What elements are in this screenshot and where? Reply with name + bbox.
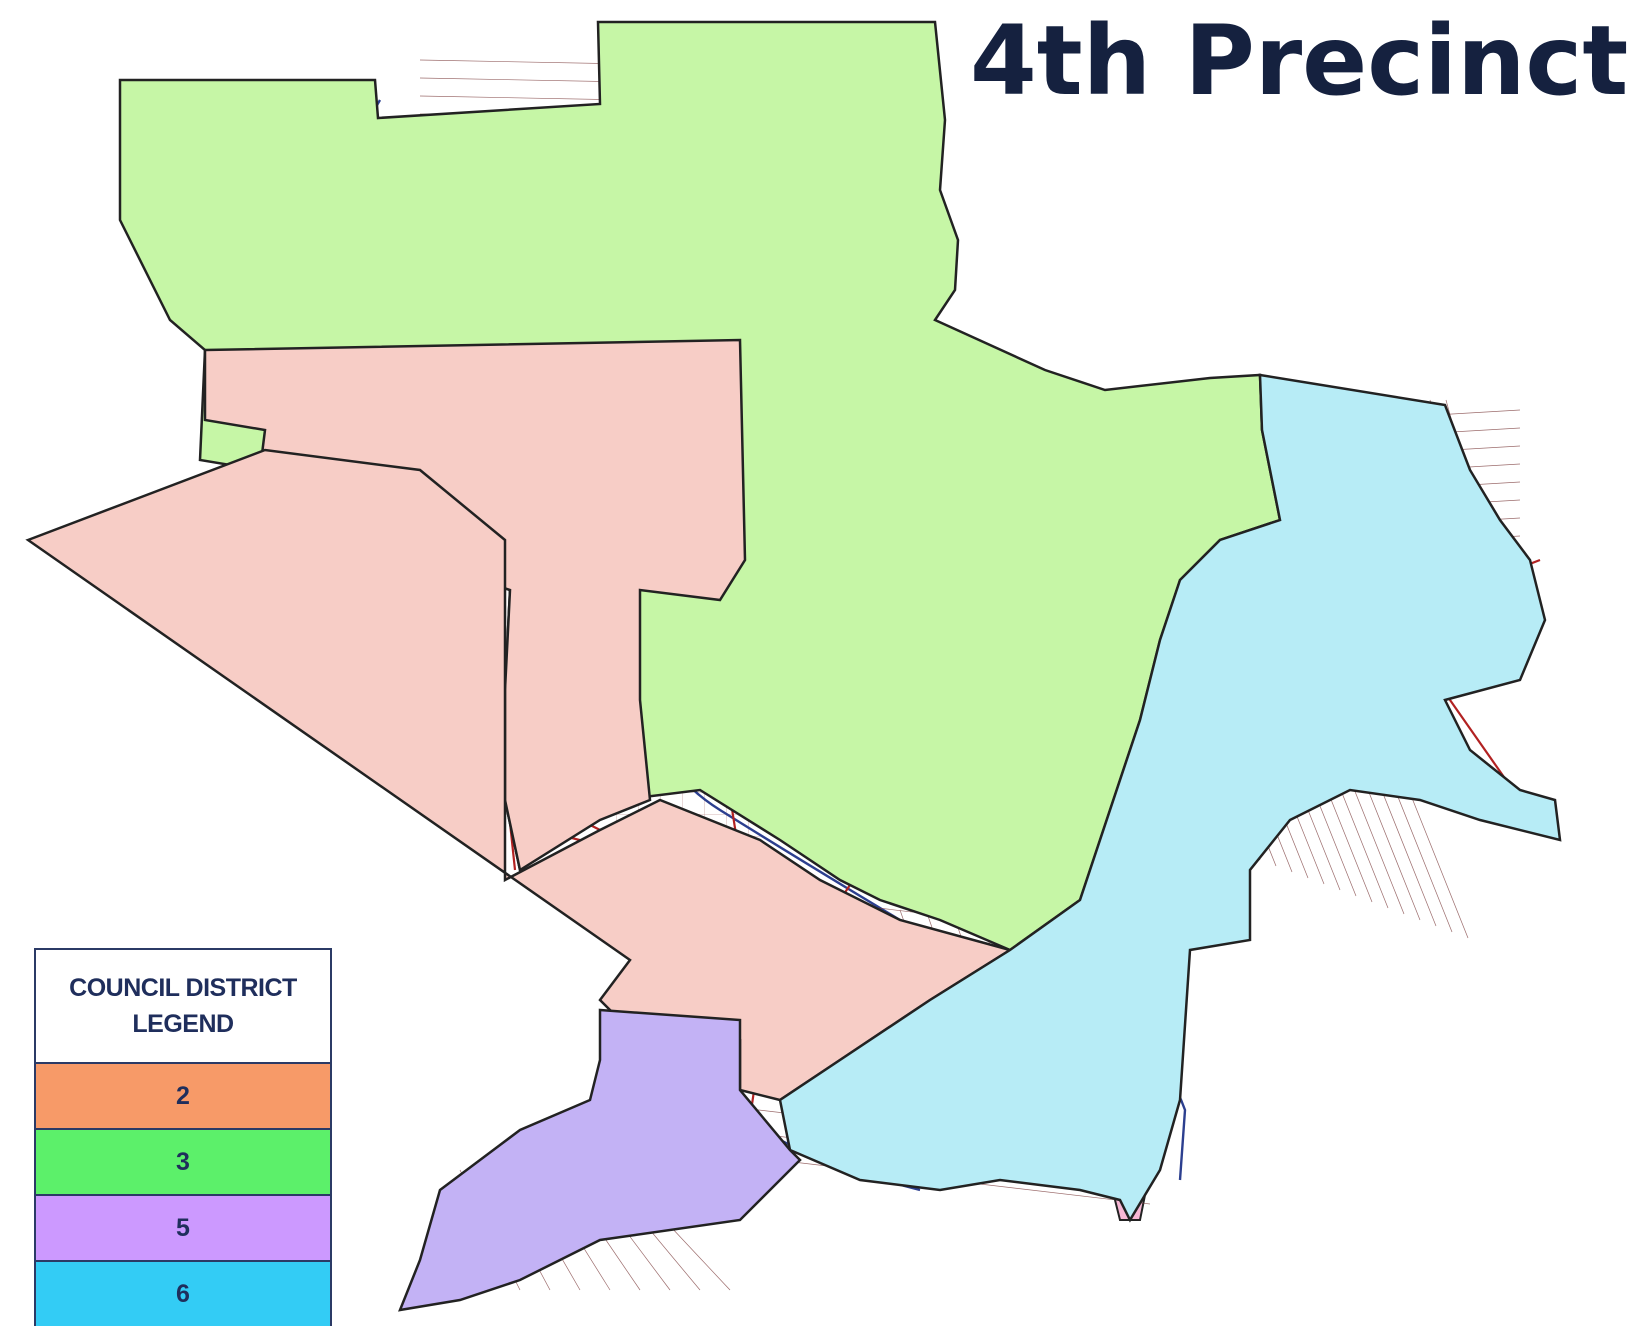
legend-row-district-2: 2 (36, 1062, 330, 1128)
legend-row-district-6: 6 (36, 1260, 330, 1326)
legend-row-district-3: 3 (36, 1128, 330, 1194)
precinct-map (26, 20, 1562, 1312)
legend-row-district-5: 5 (36, 1194, 330, 1260)
street-line (669, 1225, 731, 1291)
page-title: 4th Precinct (970, 5, 1628, 117)
legend-header: COUNCIL DISTRICT LEGEND (69, 974, 297, 1038)
council-district-legend: COUNCIL DISTRICT LEGEND 2 3 5 6 (34, 948, 332, 1326)
